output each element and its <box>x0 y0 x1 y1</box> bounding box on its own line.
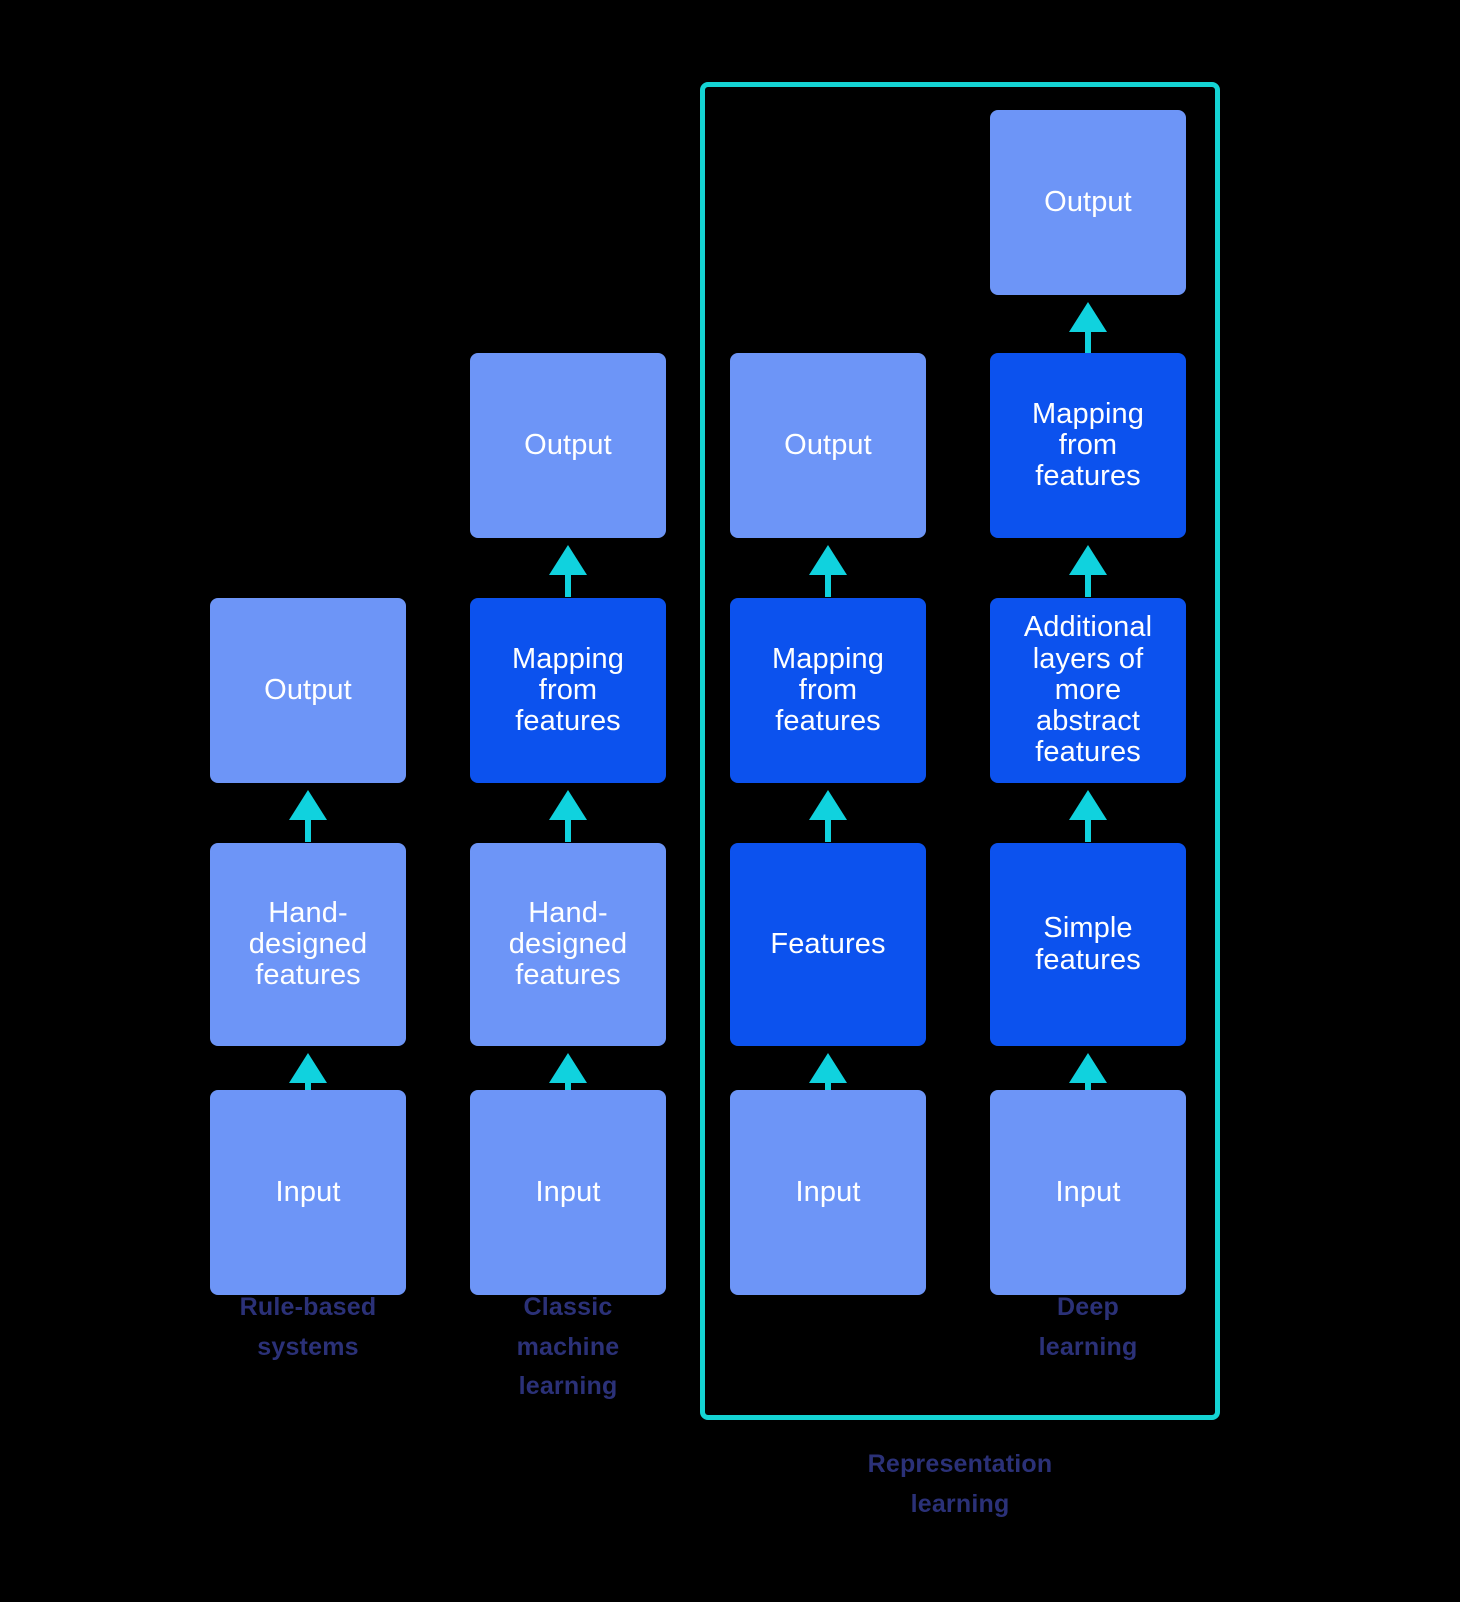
node-deep-learning-additional-layers: Additional layers of more abstract featu… <box>990 598 1186 783</box>
caption-rule-based-systems: Rule-based systems <box>239 1293 377 1361</box>
node-representation-learning-input: Input <box>730 1090 926 1295</box>
node-deep-learning-simple-features: Simple features <box>990 843 1186 1046</box>
arrow-deep-learning-mapping-to-output <box>1069 302 1107 354</box>
node-deep-learning-output: Output <box>990 110 1186 295</box>
node-classic-ml-output: Output <box>470 353 666 538</box>
arrow-deep-learning-additional-layers-to-mapping <box>1069 545 1107 597</box>
arrow-representation-learning-mapping-to-output <box>809 545 847 597</box>
node-deep-learning-mapping-from-features: Mapping from features <box>990 353 1186 538</box>
caption-deep-learning: Deep learning <box>1038 1293 1138 1361</box>
node-classic-ml-mapping-from-features: Mapping from features <box>470 598 666 783</box>
caption-representation-learning: Representation learning <box>867 1450 1053 1518</box>
arrow-representation-learning-features-to-mapping <box>809 790 847 842</box>
arrow-classic-ml-mapping-to-output <box>549 545 587 597</box>
node-deep-learning-input: Input <box>990 1090 1186 1295</box>
node-representation-learning-features: Features <box>730 843 926 1046</box>
node-classic-ml-input: Input <box>470 1090 666 1295</box>
node-classic-ml-hand-designed-features: Hand- designed features <box>470 843 666 1046</box>
node-rule-based-systems-input: Input <box>210 1090 406 1295</box>
node-rule-based-systems-hand-designed-features: Hand- designed features <box>210 843 406 1046</box>
representation-learning-group-outline <box>700 82 1220 1420</box>
node-representation-learning-mapping-from-features: Mapping from features <box>730 598 926 783</box>
arrow-rule-based-systems-hand-designed-to-output <box>289 790 327 842</box>
node-rule-based-systems-output: Output <box>210 598 406 783</box>
caption-classic-machine-learning: Classic machine learning <box>516 1293 620 1400</box>
arrow-deep-learning-simple-features-to-additional-layers <box>1069 790 1107 842</box>
node-representation-learning-output: Output <box>730 353 926 538</box>
arrow-classic-ml-hand-designed-to-mapping <box>549 790 587 842</box>
